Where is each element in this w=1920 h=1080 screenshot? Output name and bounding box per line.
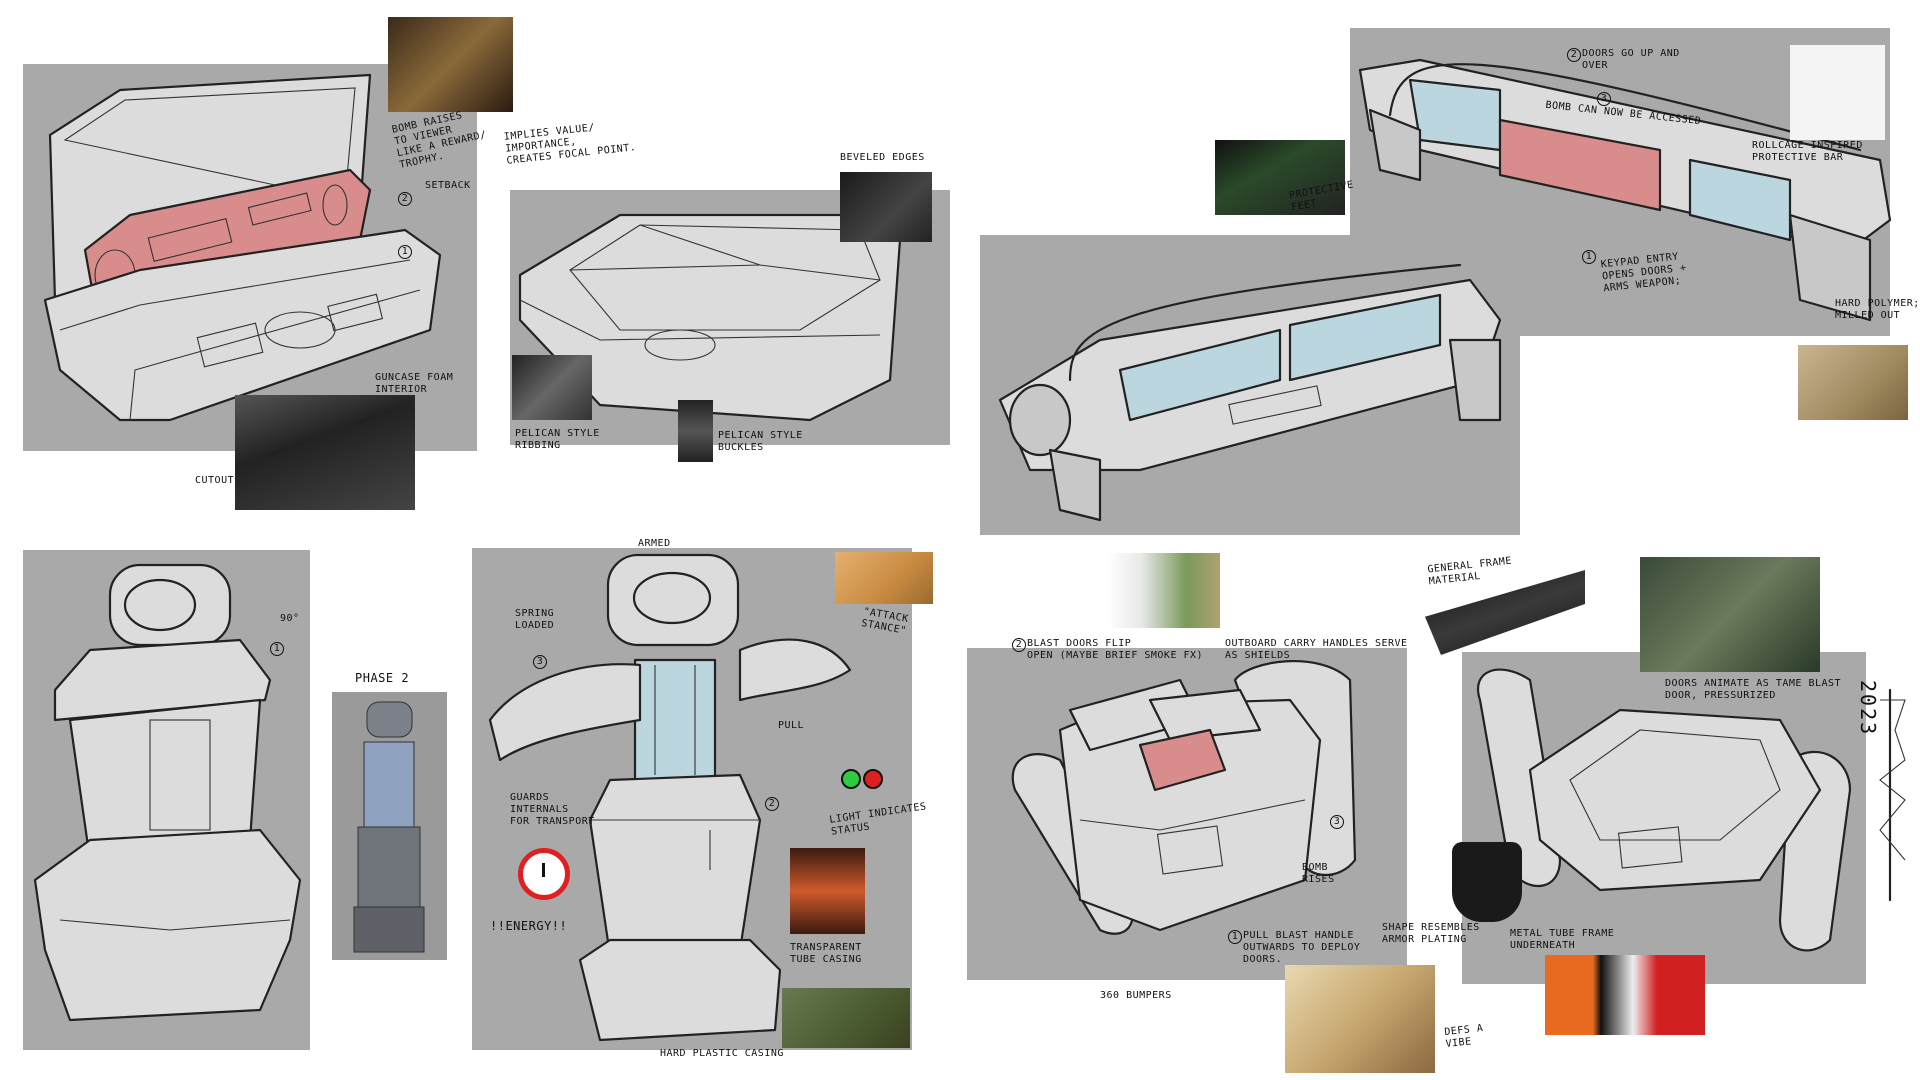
ref-render-phase-2 <box>332 692 447 960</box>
step-1b-marker: 1 <box>1582 250 1596 264</box>
ref-photo-scorpion <box>835 552 933 604</box>
ref-photo-bevel <box>840 172 932 242</box>
ref-photo-armor-plate <box>1452 842 1522 922</box>
note-metal-tube-frame: METAL TUBE FRAME UNDERNEATH <box>1510 928 1615 951</box>
note-hard-polymer: HARD POLYMER; MILLED OUT <box>1835 298 1920 321</box>
ref-photo-tube-machine <box>790 848 865 934</box>
note-outboard-handles: OUTBOARD CARRY HANDLES SERVE AS SHIELDS <box>1225 638 1408 661</box>
step-2d-marker: 2 <box>1012 638 1026 652</box>
step-1d-marker: 1 <box>1228 930 1242 944</box>
note-spring-loaded: SPRING LOADED <box>515 608 555 631</box>
ref-photo-tank-render <box>1640 557 1820 672</box>
step-3c-marker: 3 <box>533 655 547 669</box>
alarm-clock-icon <box>518 848 570 900</box>
note-doors-go-up: DOORS GO UP AND OVER <box>1582 48 1680 71</box>
step-1c-marker: 1 <box>270 642 284 656</box>
phase-2-title: PHASE 2 <box>355 671 410 685</box>
status-light-red <box>863 769 883 789</box>
note-shape-armor: SHAPE RESEMBLES ARMOR PLATING <box>1382 922 1480 945</box>
status-light-icon <box>837 765 883 791</box>
note-energy: !!ENERGY!! <box>490 919 568 933</box>
step-3d-marker: 3 <box>1330 815 1344 829</box>
ref-photo-hard-case <box>782 988 910 1048</box>
step-3b-marker: 3 <box>1597 92 1611 106</box>
ref-photo-idol <box>388 17 513 112</box>
note-pull-blast-handle: PULL BLAST HANDLE OUTWARDS TO DEPLOY DOO… <box>1243 930 1361 965</box>
note-bomb-rises: BOMB RISES <box>1302 862 1335 885</box>
step-2b-marker: 2 <box>1567 48 1581 62</box>
alarm-clock-hand <box>542 863 545 877</box>
ref-photo-smoke <box>1108 553 1220 628</box>
note-doors-animate: DOORS ANIMATE AS TAME BLAST DOOR, PRESSU… <box>1665 678 1842 701</box>
note-guards: GUARDS INTERNALS FOR TRANSPORT <box>510 792 595 827</box>
note-armed: ARMED <box>638 538 671 549</box>
note-hard-plastic: HARD PLASTIC CASING <box>660 1048 784 1059</box>
phase-2-render-shape <box>353 701 425 953</box>
step-2c-marker: 2 <box>765 797 779 811</box>
ref-photo-ribbing <box>512 355 592 420</box>
note-setback: SETBACK <box>425 180 471 191</box>
ref-photo-guncase <box>235 395 415 510</box>
ref-photo-buckles <box>678 400 713 462</box>
note-beveled-edges: BEVELED EDGES <box>840 152 925 163</box>
step-1-marker: 1 <box>398 245 412 259</box>
note-pull: PULL <box>778 720 805 731</box>
note-guncase-foam: GUNCASE FOAM INTERIOR <box>375 372 454 395</box>
note-bumpers: 360 BUMPERS <box>1100 990 1172 1001</box>
ref-photo-tube-frame <box>1545 955 1705 1035</box>
note-rotate-90: 90° <box>280 613 300 624</box>
ref-photo-rollcage <box>1790 45 1885 140</box>
note-blast-doors: BLAST DOORS FLIP OPEN (MAYBE BRIEF SMOKE… <box>1027 638 1204 661</box>
ref-photo-polymer-case <box>1798 345 1908 420</box>
ref-photo-tablet <box>1215 140 1345 215</box>
note-pelican-buckles: PELICAN STYLE BUCKLES <box>718 430 803 453</box>
ref-photo-cradle <box>1285 965 1435 1073</box>
status-light-green <box>841 769 861 789</box>
note-rollcage: ROLLCAGE INSPIRED PROTECTIVE BAR <box>1752 140 1863 163</box>
note-pelican-ribbing: PELICAN STYLE RIBBING <box>515 428 600 451</box>
note-cutouts: CUTOUTS <box>195 475 241 486</box>
step-2-marker: 2 <box>398 192 412 206</box>
note-transparent-tube: TRANSPARENT TUBE CASING <box>790 942 862 965</box>
